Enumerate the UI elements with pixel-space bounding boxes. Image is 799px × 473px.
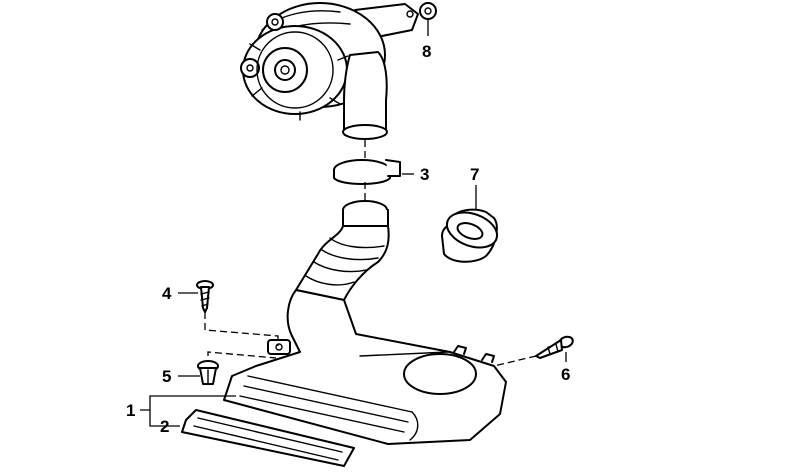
callout-3: 3 bbox=[420, 165, 429, 184]
callout-labels: 1 2 3 4 5 6 7 8 bbox=[126, 42, 570, 436]
seal-gasket bbox=[181, 409, 355, 467]
hose-clamp bbox=[333, 159, 414, 185]
rubber-grommet bbox=[441, 185, 499, 263]
callout-2: 2 bbox=[160, 417, 169, 436]
callout-1: 1 bbox=[126, 401, 135, 420]
callout-5: 5 bbox=[162, 367, 171, 386]
intake-duct bbox=[223, 200, 507, 445]
alternator-assembly bbox=[240, 2, 437, 140]
callout-4: 4 bbox=[162, 284, 172, 303]
plastic-clip bbox=[197, 360, 219, 385]
callout-7: 7 bbox=[470, 165, 479, 184]
screw-right bbox=[535, 335, 574, 359]
leader-lines bbox=[140, 292, 567, 427]
assembly-lines bbox=[204, 140, 537, 367]
screw-upper bbox=[196, 280, 214, 313]
callout-6: 6 bbox=[561, 365, 570, 384]
callout-8: 8 bbox=[422, 42, 431, 61]
